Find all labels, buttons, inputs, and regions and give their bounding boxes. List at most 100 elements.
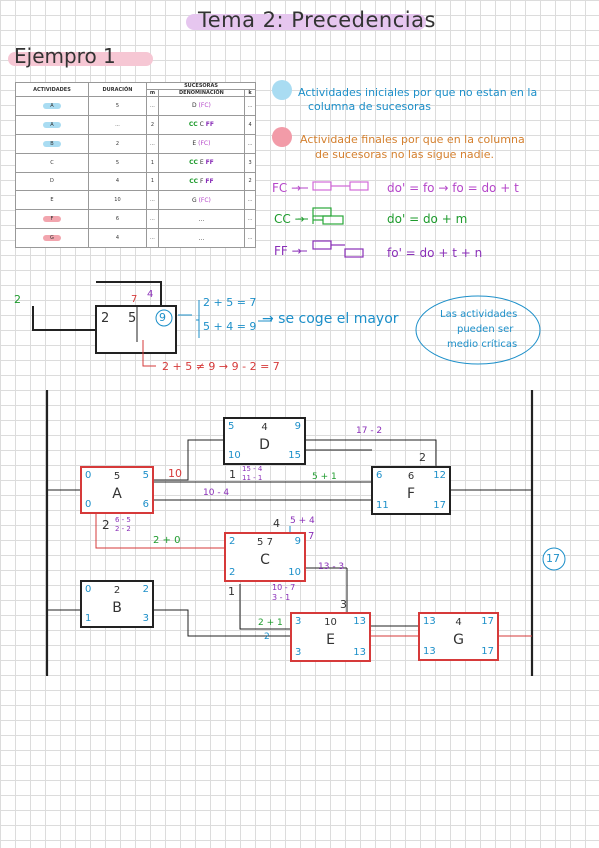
node-c-br: 10 <box>288 567 301 578</box>
label-one-d: 1 <box>229 468 236 481</box>
node-f-duration: 6 <box>407 471 415 482</box>
node-b-bl: 1 <box>85 613 92 624</box>
successor-name: ... <box>198 215 205 223</box>
node-c-bl: 2 <box>229 567 236 578</box>
cc-formula: do' = do + m <box>387 212 468 226</box>
label-e-green: 2 + 1 <box>258 618 283 628</box>
node-b-tr: 2 <box>142 584 149 595</box>
node-d-tr: 9 <box>294 421 301 432</box>
node-c-tr: 9 <box>294 536 301 547</box>
node-d-bl: 10 <box>228 450 241 461</box>
label-c-seven: 7 <box>308 531 315 542</box>
successor-name: F <box>200 177 204 185</box>
node-e: 10 E 3 13 3 13 <box>290 612 371 662</box>
node-f-tl: 6 <box>376 470 383 481</box>
node-a-br: 6 <box>142 499 149 510</box>
header-k: k <box>244 89 256 97</box>
ff-label: FF → <box>274 244 302 258</box>
node-a-bl: 0 <box>85 499 92 510</box>
successor-name: E <box>192 140 197 148</box>
fc-tag: (FC) <box>198 140 211 148</box>
successor-name: D <box>192 102 197 110</box>
node-c-name: C <box>260 552 270 568</box>
node-b: 2 B 0 2 1 3 <box>80 580 154 628</box>
cc-label: CC → <box>274 212 305 226</box>
example-lines <box>32 281 162 331</box>
node-d: 4 D 5 9 10 15 <box>223 417 306 465</box>
node-b-duration: 2 <box>113 585 121 596</box>
note-final-1: Actividade finales por que en la columna <box>300 133 525 146</box>
label-d-left2: 11 - 1 <box>242 474 263 482</box>
example-conclusion: → se coge el mayor <box>262 311 399 327</box>
cell-dur: 4 <box>87 228 148 248</box>
activities-table: ACTIVIDADES DURACIÓN SUCESORAS m DENOMIN… <box>15 82 256 248</box>
node-e-br: 13 <box>353 647 366 658</box>
node-e-tl: 3 <box>295 616 302 627</box>
node-c: 5 7 C 2 9 2 10 <box>224 532 306 582</box>
node-b-name: B <box>112 600 122 616</box>
ff-formula: fo' = do + t + n <box>387 246 483 260</box>
node-a-duration: 5 <box>113 471 121 482</box>
fc-formula: do' = fo → fo = do + t <box>387 181 519 195</box>
title-highlight <box>186 14 426 30</box>
label-c-below2: 3 - 1 <box>272 593 291 602</box>
example-highlight <box>8 52 153 66</box>
node-a: 5 A 0 5 0 6 <box>80 466 154 514</box>
ff-tag: FF <box>205 159 214 167</box>
example-calc1: 2 + 5 = 7 <box>203 296 257 309</box>
note-initial-2: columna de sucesoras <box>308 100 431 113</box>
example-left-number: 2 <box>14 293 21 306</box>
node-e-tr: 13 <box>353 616 366 627</box>
activity-pill: F <box>42 216 61 223</box>
node-e-name: E <box>326 632 335 648</box>
fc-tag: (FC) <box>198 102 211 110</box>
node-g-br: 17 <box>481 646 494 657</box>
label-a-frac1: 6 - 5 <box>115 516 131 524</box>
node-g-bl: 13 <box>423 646 436 657</box>
node-d-duration: 4 <box>261 422 268 433</box>
successor-name: C <box>199 121 204 129</box>
activity-pill: A <box>42 102 61 109</box>
activity-pill: D <box>50 178 54 185</box>
header-duration: DURACIÓN <box>87 82 148 97</box>
node-d-name: D <box>259 437 270 453</box>
label-d-left1: 15 - 4 <box>242 465 263 473</box>
node-a-tr: 5 <box>142 470 149 481</box>
example-top-red: 7 <box>131 294 138 305</box>
label-e-two: 2 <box>264 632 270 642</box>
example-box-right: 9 <box>159 311 166 324</box>
label-fplus: 5 + 1 <box>312 472 337 482</box>
network-black-links <box>47 439 532 637</box>
example-below: 2 + 5 ≠ 9 → 9 - 2 = 7 <box>162 360 280 373</box>
node-f-name: F <box>406 486 416 502</box>
note-final-2: de sucesoras no las sigue nadie. <box>315 148 494 161</box>
ff-tag: FF <box>205 177 214 185</box>
node-g-tl: 13 <box>423 616 436 627</box>
note-initial-1: Actividades iniciales por que no estan e… <box>298 86 538 99</box>
node-f-tr: 12 <box>433 470 446 481</box>
label-a10: 10 <box>168 467 182 480</box>
final-time: 17 <box>546 552 560 565</box>
label-a-minus: 10 - 4 <box>203 488 230 498</box>
node-c-tl: 2 <box>229 536 236 547</box>
node-g-duration: 4 <box>455 617 462 628</box>
example-node-box <box>95 305 177 354</box>
activity-pill: G <box>42 235 61 242</box>
label-one-c: 1 <box>228 585 235 598</box>
label-c-plus: 5 + 4 <box>290 516 315 526</box>
final-dot <box>272 127 292 147</box>
example-box-mid: 5 <box>128 311 137 326</box>
node-e-duration: 10 <box>324 617 337 628</box>
bubble-line-1: Las actividades <box>440 309 518 320</box>
activity-pill: C <box>50 159 54 166</box>
successor-name: E <box>199 159 204 167</box>
label-a-frac2: 2 - 2 <box>115 525 131 533</box>
node-d-tl: 5 <box>228 421 235 432</box>
node-c-duration: 5 7 <box>257 537 273 548</box>
